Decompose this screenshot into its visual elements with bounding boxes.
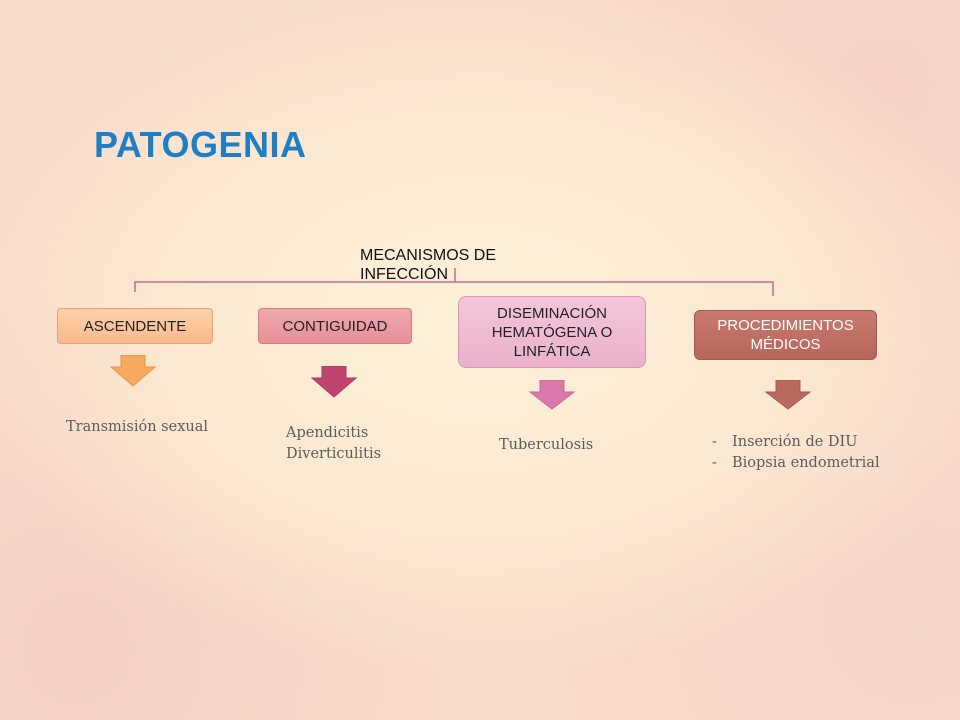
arrow-down-icon: [109, 355, 157, 387]
mechanism-diseminacion: DISEMINACIÓN HEMATÓGENA O LINFÁTICA: [458, 296, 646, 368]
example-item: Diverticulitis: [286, 446, 382, 462]
mechanism-ascendente: ASCENDENTE: [57, 308, 213, 344]
mechanism-diseminacion-label: DISEMINACIÓN HEMATÓGENA O LINFÁTICA: [491, 304, 613, 360]
example-item: Inserción de DIU: [710, 432, 880, 453]
example-item: Tuberculosis: [499, 437, 594, 453]
example-item: Transmisión sexual: [66, 419, 208, 435]
root-node-label: MECANISMOS DE INFECCIÓN: [360, 247, 497, 283]
mechanism-ascendente-label: ASCENDENTE: [83, 317, 187, 335]
mechanism-contiguidad-label: CONTIGUIDAD: [282, 317, 388, 335]
connector-bracket: [134, 281, 774, 296]
example-list: Inserción de DIU Biopsia endometrial: [710, 432, 880, 474]
example-item: Apendicitis: [286, 425, 369, 441]
mechanism-procedimientos: PROCEDIMIENTOS MÉDICOS: [694, 310, 877, 360]
mechanism-contiguidad: CONTIGUIDAD: [258, 308, 412, 344]
examples-diseminacion: Tuberculosis: [499, 435, 593, 456]
slide-title: PATOGENIA: [94, 124, 307, 165]
examples-ascendente: Transmisión sexual: [66, 417, 208, 438]
example-item: Biopsia endometrial: [710, 453, 880, 474]
arrow-down-icon: [310, 366, 358, 398]
arrow-down-icon: [764, 380, 812, 410]
examples-contiguidad: Apendicitis Diverticulitis: [286, 423, 381, 465]
examples-procedimientos: Inserción de DIU Biopsia endometrial: [710, 432, 880, 474]
mechanism-procedimientos-label: PROCEDIMIENTOS MÉDICOS: [717, 317, 854, 353]
arrow-down-icon: [528, 380, 576, 410]
